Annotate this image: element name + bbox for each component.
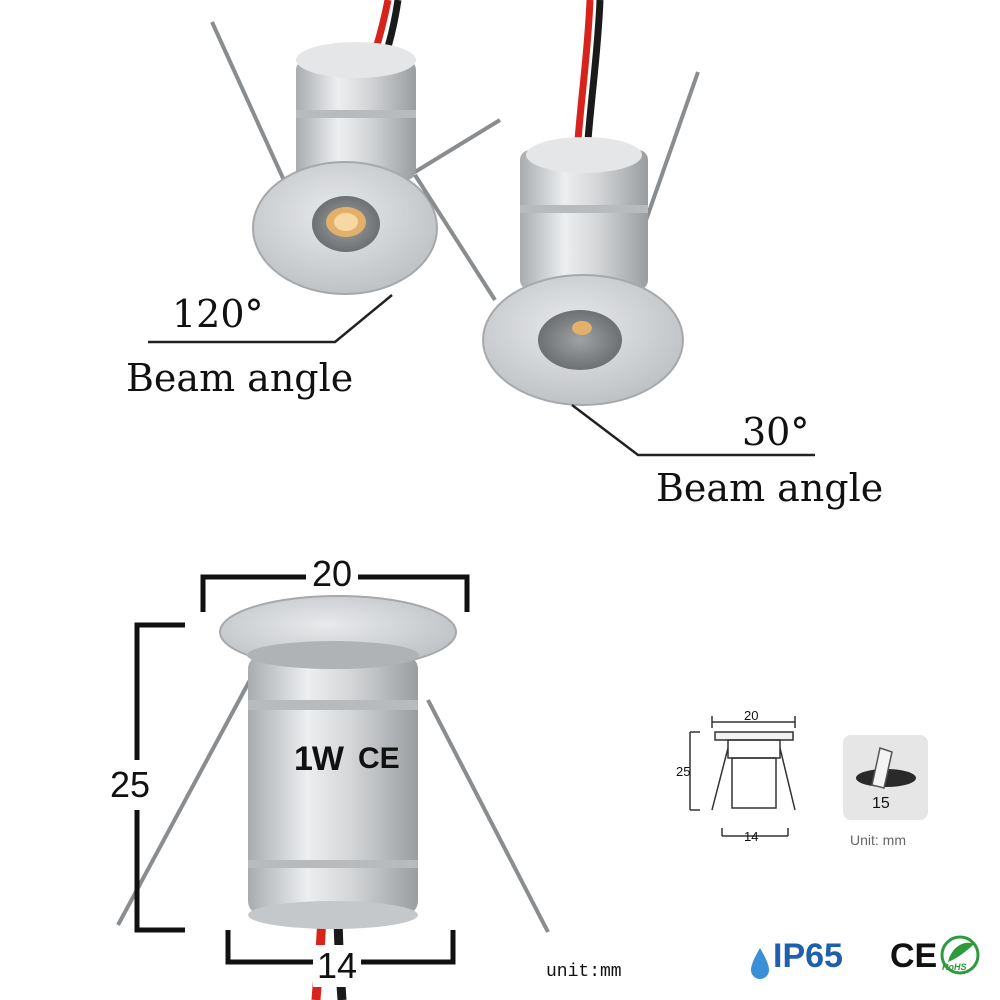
beam-angle-30-label: Beam angle [656,466,884,510]
callout-line-30 [571,404,815,457]
beam-angle-120-value: 120° [172,292,264,336]
spring-clip [210,21,294,199]
red-wire [574,0,594,141]
dimensioned-light-photo [116,574,550,1000]
dim-base-label: 14 [313,945,362,987]
dim-width-label: 20 [306,553,359,595]
light-120-photo [210,0,502,295]
rohs-icon [940,935,980,975]
dim-height-label: 25 [110,760,151,810]
beam-angle-30-value: 30° [742,410,810,454]
spring-clip [413,173,497,302]
black-wire [584,0,604,141]
water-drop-icon [751,948,769,979]
diagram-width: 20 [744,708,759,723]
callout-line-120 [148,294,393,344]
cutout-tile [843,735,928,820]
light-30-photo [413,0,700,406]
spring-clip [408,118,502,177]
unit-label-diagram: Unit: mm [850,832,906,848]
ce-marking: CE [358,742,400,775]
ce-badge: CE [890,937,938,975]
unit-label-photo: unit:mm [546,962,622,982]
rohs-text: RoHS [942,962,967,972]
diagram-base: 14 [744,829,759,844]
dimension-diagram [689,716,796,837]
spring-clip [116,679,252,926]
ip65-badge: IP65 [773,937,843,975]
beam-angle-120-label: Beam angle [126,356,354,400]
power-marking: 1W [294,740,344,778]
diagram-height: 25 [676,764,691,779]
spring-clip [426,699,550,933]
cutout-size: 15 [872,795,890,812]
